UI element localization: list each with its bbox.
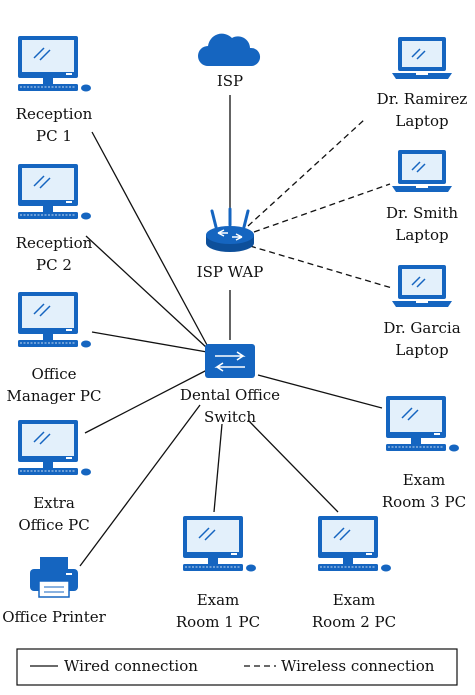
legend-wireless-label: Wireless connection xyxy=(281,657,435,675)
cloud-icon xyxy=(198,33,261,66)
desktop-pc-icon xyxy=(18,292,91,348)
wired-link-office_printer-to-switch xyxy=(79,404,201,567)
office-printer-label: Office Printer xyxy=(2,608,106,626)
desktop-pc-icon xyxy=(18,164,91,220)
network-nodes xyxy=(18,33,459,598)
wireless-link-isp_wap-to-dr_garcia_laptop xyxy=(249,245,393,289)
wired-link-exam_room2_pc-to-switch xyxy=(247,419,339,513)
wired-link-office_manager_pc-to-switch xyxy=(91,331,208,353)
connection-lines xyxy=(79,95,393,567)
desktop-pc-icon xyxy=(386,396,459,452)
isp-wap-label: ISP WAP xyxy=(197,263,264,281)
isp-label: ISP xyxy=(217,72,243,90)
wired-link-extra_office_pc-to-switch xyxy=(84,369,208,434)
desktop-pc-icon xyxy=(183,516,256,572)
wireless-router-icon xyxy=(206,207,254,252)
legend-wired-label: Wired connection xyxy=(64,657,198,675)
laptop-icon xyxy=(392,150,452,192)
wireless-link-isp_wap-to-dr_smith_laptop xyxy=(253,183,391,233)
laptop-icon xyxy=(392,37,452,79)
desktop-pc-icon xyxy=(18,420,91,476)
network-switch-icon xyxy=(205,344,255,378)
wired-link-exam_room3_pc-to-switch xyxy=(257,374,383,409)
wired-link-reception_pc2-to-switch xyxy=(85,235,208,349)
wired-link-exam_room1_pc-to-switch xyxy=(213,423,223,513)
wireless-link-isp_wap-to-dr_ramirez_laptop xyxy=(247,119,365,227)
desktop-pc-icon xyxy=(18,36,91,92)
desktop-pc-icon xyxy=(318,516,391,572)
laptop-icon xyxy=(392,265,452,307)
wired-link-reception_pc1-to-switch xyxy=(91,131,208,346)
legend-box: Wired connection Wireless connection xyxy=(16,648,458,686)
printer-icon xyxy=(30,557,78,598)
